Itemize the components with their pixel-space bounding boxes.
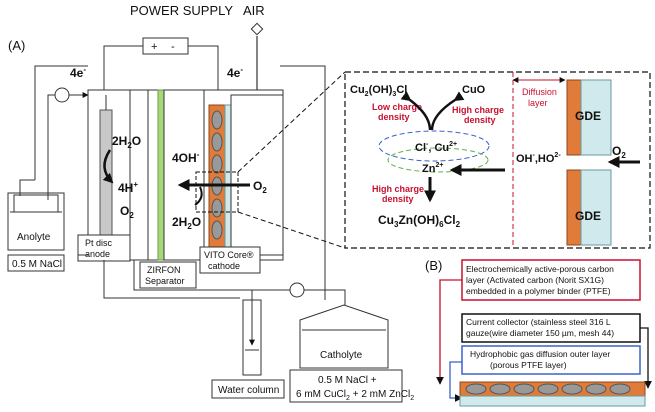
vito-label-box (199, 246, 261, 274)
cl-cu-ion-cloud (378, 130, 490, 162)
high-density-top-2: density (464, 115, 496, 125)
wire-anode (103, 45, 143, 95)
anolyte-label: Anolyte (17, 232, 51, 243)
inset-product: Cu3Zn(OH)6Cl2 (378, 213, 461, 229)
anode-compartment-outer (87, 89, 149, 261)
power-minus: - (171, 41, 175, 53)
cathode-reactant-water: 2H2O (172, 215, 201, 231)
pt-anode-label-1: Pt disc (85, 238, 113, 248)
electron-label-right: 4e- (227, 65, 243, 80)
gde-top-ptfe (580, 79, 612, 156)
layer2-connector (640, 327, 652, 389)
anode-reaction-arrow (102, 149, 114, 184)
low-density-1: Low charge (372, 102, 422, 112)
catholyte-solution-box (289, 369, 403, 403)
low-density-2: density (378, 112, 410, 122)
wire-cathode (188, 45, 219, 95)
catholyte-solution-2: 6 mM CuCl2 + 2 mM ZnCl2 (296, 389, 414, 402)
panel-label-a: (A) (8, 38, 25, 53)
power-supply-title: POWER SUPPLY (130, 3, 233, 18)
water-column-label-box (211, 379, 285, 399)
zn-ion-cloud (387, 147, 489, 173)
cathode-ptfe-layer (224, 104, 232, 251)
layer3-line2: (porous PTFE layer) (490, 360, 567, 370)
anode-product-ion: 4H+ (118, 180, 138, 195)
catholyte-return-line (280, 65, 326, 300)
diffusion-layer-2: layer (528, 98, 548, 108)
layer1-line1: Electrochemically active-porous carbon (466, 264, 614, 274)
high-density-top-1: High charge (452, 105, 504, 115)
inset-cuo: CuO (462, 84, 486, 96)
catholyte-label: Catholyte (320, 350, 363, 361)
vito-label-1: VITO Core® (204, 250, 254, 260)
electrode-strip-ptfe (459, 395, 646, 407)
pt-anode-label-2: anode (85, 249, 110, 259)
nacl-label-box (7, 254, 65, 272)
gde-top-label: GDE (575, 109, 601, 123)
nacl-label: 0.5 M NaCl (12, 259, 62, 270)
cathode-chamber (163, 89, 205, 261)
zirfon-separator (157, 89, 165, 261)
anolyte-tank (7, 192, 65, 251)
inset-cu-oh-cl: Cu2(OH)3Cl (350, 84, 407, 98)
power-supply-box (142, 37, 189, 55)
layer3-box (461, 345, 641, 375)
anolyte-pump-icon (54, 87, 70, 103)
layer2-line2: gauze(wire diameter 150 µm, mesh 44) (466, 328, 614, 338)
gde-bottom-ptfe (580, 169, 612, 246)
zirfon-label-2: Separator (145, 276, 185, 286)
zirfon-label-box (139, 261, 197, 289)
catholyte-pump-icon (289, 282, 305, 298)
inset-cl-cu: Cl-, Cu2+ (415, 141, 457, 154)
inset-oh-ho2: OH-,HO2- (516, 152, 561, 165)
air-valve-icon (250, 22, 264, 36)
layer2-box (461, 313, 641, 343)
high-density-bottom-2: density (382, 194, 414, 204)
zoom-region (195, 171, 239, 213)
vito-label-2: cathode (208, 261, 240, 271)
electrode-strip-particles (465, 383, 631, 395)
gde-bottom-carbon (566, 169, 582, 246)
air-label: AIR (243, 3, 265, 18)
layer1-line3: embedded in a polymer binder (PTFE) (466, 286, 611, 296)
anode-reactant: 2H2O (112, 134, 141, 150)
bottom-pipe-left (103, 260, 240, 299)
zirfon-label-1: ZIRFON (147, 265, 181, 275)
panel-label-b: (B) (425, 258, 442, 273)
electron-label-left: 4e- (70, 65, 86, 80)
cathode-product: 4OH- (172, 150, 200, 165)
layer1-line2: layer (Activated carbon (Norit SX1G) (466, 275, 604, 285)
high-density-bottom-1: High charge (372, 184, 424, 194)
catholyte-solution-1: 0.5 M NaCl + (318, 375, 377, 386)
power-plus: + (151, 41, 157, 53)
layer3-line1: Hydrophobic gas diffusion outer layer (470, 349, 610, 359)
catholyte-tank (299, 304, 389, 369)
layer3-connector (449, 361, 463, 402)
layer2-line1: Current collector (stainless steel 316 L (466, 317, 611, 327)
diffusion-layer-1: Diffusion (522, 87, 557, 97)
layer1-connector (436, 279, 462, 385)
anolyte-return-line (34, 65, 88, 180)
gde-bottom-label: GDE (575, 209, 601, 223)
water-column-label: Water column (218, 385, 279, 396)
